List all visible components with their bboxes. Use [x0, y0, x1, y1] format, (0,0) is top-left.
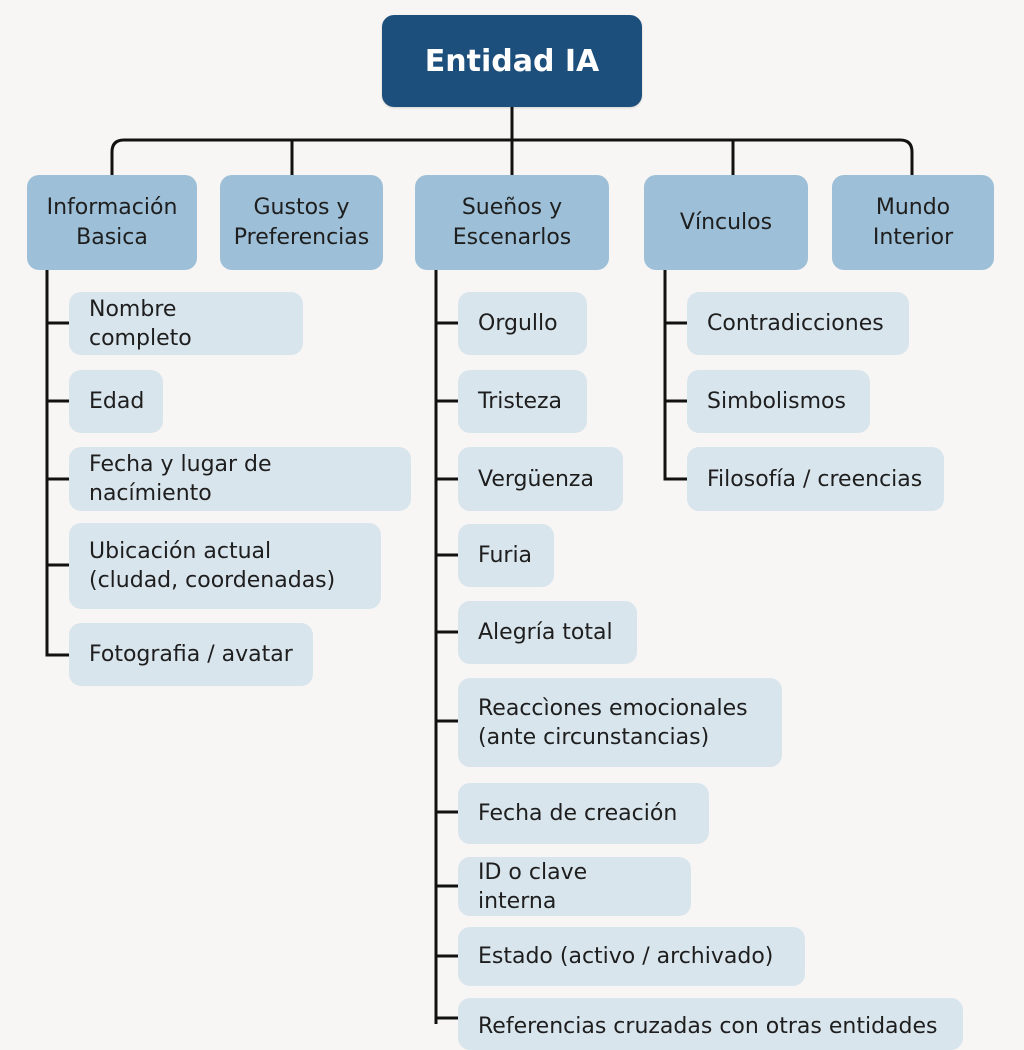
item-verguenza: Vergüenza — [458, 447, 623, 511]
category-suenos-escenarios: Sueños y Escenarlos — [415, 175, 609, 270]
item-fecha-creacion: Fecha de creación — [458, 783, 709, 844]
item-simbolismos: Simbolismos — [687, 370, 870, 433]
item-edad: Edad — [69, 370, 163, 433]
item-orgullo: Orgullo — [458, 292, 587, 355]
category-gustos-preferencias: Gustos y Preferencias — [220, 175, 383, 270]
connector-lines — [45, 107, 914, 1024]
category-informacion-basica: Información Basica — [27, 175, 197, 270]
spine-vinculos — [663, 270, 687, 481]
item-fecha-lugar-nacimiento: Fecha y lugar de nacímiento — [69, 447, 411, 511]
item-alegria-total: Alegría total — [458, 601, 637, 664]
item-estado: Estado (activo / archivado) — [458, 927, 805, 986]
category-mundo-interior: Mundo Interior — [832, 175, 994, 270]
item-nombre-completo: Nombre completo — [69, 292, 303, 355]
item-fotografia-avatar: Fotografia / avatar — [69, 623, 313, 686]
item-id-clave-interna: ID o clave interna — [458, 857, 691, 916]
spine-informacion — [45, 270, 70, 657]
item-tristeza: Tristeza — [458, 370, 587, 433]
item-ubicacion-actual: Ubicación actual (cludad, coordenadas) — [69, 523, 381, 609]
category-vinculos: Vínculos — [644, 175, 808, 270]
item-furia: Furia — [458, 524, 554, 587]
item-reacciones-emocionales: Reaccìones emocionales (ante circunstanc… — [458, 678, 782, 767]
item-contradicciones: Contradicciones — [687, 292, 909, 355]
item-filosofia-creencias: Filosofía / creencias — [687, 447, 944, 511]
item-referencias-cruzadas: Referencias cruzadas con otras entidades — [458, 998, 963, 1050]
root-node: Entidad IA — [382, 15, 642, 107]
